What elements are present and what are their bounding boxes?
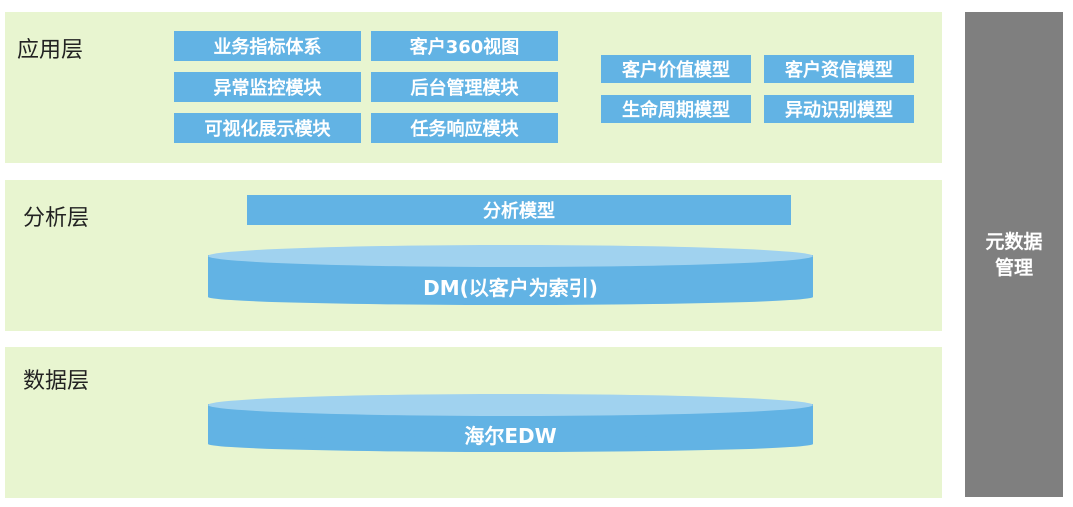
app-item: 客户360视图 [371,31,558,61]
metadata-management: 元数据管理 [965,12,1063,497]
edw-label: 海尔EDW [464,423,557,448]
app-item: 后台管理模块 [371,72,558,102]
app-item: 任务响应模块 [371,113,558,143]
model-item: 生命周期模型 [601,95,751,123]
dm-label: DM(以客户为索引) [423,275,598,300]
metadata-line2: 管理 [994,256,1033,279]
model-item: 客户价值模型 [601,55,751,83]
layer-title: 应用层 [17,38,84,63]
edw-cylinder: 海尔EDW [208,394,813,452]
analysis-model: 分析模型 [247,195,791,225]
app-item: 异常监控模块 [174,72,361,102]
metadata-line1: 元数据 [985,230,1043,253]
layer-title: 分析层 [23,206,90,231]
dm-cylinder: DM(以客户为索引) [208,245,813,305]
app-item: 可视化展示模块 [174,113,361,143]
model-item: 异动识别模型 [764,95,914,123]
app-item: 业务指标体系 [174,31,361,61]
model-item: 客户资信模型 [764,55,914,83]
layer-title: 数据层 [23,369,90,394]
